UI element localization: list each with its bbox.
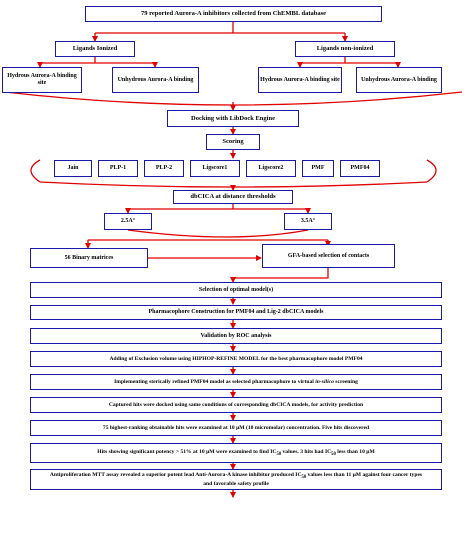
step-final-text: Antiproliferation MTT assay revealed a s… <box>49 472 423 487</box>
unhydrous-ionized-text: Unhydrous Aurora-A binding <box>117 76 194 83</box>
step-hits-examined-box: 75 highest-ranking obtainable hits were … <box>30 420 442 436</box>
threshold-25-box: 2.5A° <box>104 213 152 230</box>
score-ligscore2-box: Ligscore2 <box>246 160 296 177</box>
dbcica-text: dbCICA at distance thresholds <box>190 193 276 201</box>
step-pharmacophore-box: Pharmacophore Construction for PMF04 and… <box>30 305 442 320</box>
in-silico-italic: in-silico <box>315 378 334 385</box>
ligands-ionized-text: Ligands Ionized <box>72 45 118 53</box>
step-virtual-screening-box: Implementing sterically refined PMF04 mo… <box>30 374 442 390</box>
step-docking-hits-box: Captured hits were docked using same con… <box>30 397 442 413</box>
docking-box: Docking with LibDock Engine <box>167 110 299 127</box>
ligands-nonionized-text: Ligands non-ionized <box>316 45 374 53</box>
score-jain-text: Jain <box>67 165 79 172</box>
ligands-nonionized-box: Ligands non-ionized <box>295 41 395 57</box>
step-docking-hits-text: Captured hits were docked using same con… <box>108 401 364 408</box>
ligands-ionized-box: Ligands Ionized <box>55 41 135 57</box>
unhydrous-nonionized-box: Unhydrous Aurora-A binding <box>356 67 442 93</box>
step-hits-examined-text: 75 highest-ranking obtainable hits were … <box>102 424 370 431</box>
score-ligscore2-text: Ligscore2 <box>258 165 284 172</box>
score-pmf-text: PMF <box>311 165 325 172</box>
score-ligscore1-text: Ligscore1 <box>202 165 228 172</box>
unhydrous-nonionized-text: Unhydrous Aurora-A binding <box>361 76 437 83</box>
score-bracket-right <box>426 159 437 183</box>
step-selection-box: Selection of optimal model(s) <box>30 282 442 298</box>
hydrous-ionized-box: Hydrous Aurora-A binding site <box>2 67 82 93</box>
step-exclusion-box: Adding of Exclusion volume using HIPHOP-… <box>30 351 442 367</box>
binary-matrices-text: 56 Binary matrices <box>64 254 114 261</box>
step-ic50-text: Hits showing significant potency > 51% a… <box>97 448 375 457</box>
score-bracket-left <box>30 159 41 183</box>
docking-text: Docking with LibDock Engine <box>191 114 275 122</box>
score-ligscore1-box: Ligscore1 <box>190 160 240 177</box>
scoring-text: Scoring <box>222 138 244 146</box>
score-pmf-box: PMF <box>302 160 334 177</box>
step-selection-text: Selection of optimal model(s) <box>198 286 274 293</box>
unhydrous-ionized-box: Unhydrous Aurora-A binding <box>112 67 199 93</box>
step-roc-box: Validation by ROC analysis <box>30 328 442 344</box>
step-final-box: Antiproliferation MTT assay revealed a s… <box>30 469 442 490</box>
step-exclusion-text: Adding of Exclusion volume using HIPHOP-… <box>109 355 363 362</box>
score-plp2-text: PLP-2 <box>155 165 173 172</box>
binary-matrices-box: 56 Binary matrices <box>30 248 148 268</box>
collection-box: 79 reported Aurora-A inhibitors collecte… <box>85 6 382 22</box>
threshold-35-text: 3.5A° <box>300 218 316 225</box>
gfa-selection-text: GFA-based selection of contacts <box>287 252 370 259</box>
score-pmf04-box: PMF04 <box>340 160 380 177</box>
score-plp2-box: PLP-2 <box>144 160 184 177</box>
connector-thresholds-merge <box>127 229 309 238</box>
step-roc-text: Validation by ROC analysis <box>200 332 272 339</box>
arrow-gfa-to-selection <box>230 268 329 283</box>
score-jain-box: Jain <box>54 160 92 177</box>
score-plp1-text: PLP-1 <box>109 165 127 172</box>
collection-text: 79 reported Aurora-A inhibitors collecte… <box>140 10 327 18</box>
hydrous-ionized-text: Hydrous Aurora-A binding site <box>7 73 77 86</box>
threshold-25-text: 2.5A° <box>120 218 136 225</box>
gfa-selection-box: GFA-based selection of contacts <box>262 244 395 268</box>
hydrous-nonionized-box: Hydrous Aurora-A binding site <box>258 67 342 93</box>
scoring-box: Scoring <box>206 134 260 150</box>
score-plp1-box: PLP-1 <box>98 160 138 177</box>
step-ic50-box: Hits showing significant potency > 51% a… <box>30 443 442 463</box>
hydrous-nonionized-text: Hydrous Aurora-A binding site <box>260 76 340 83</box>
dbcica-box: dbCICA at distance thresholds <box>173 190 293 204</box>
step-pharmacophore-text: Pharmacophore Construction for PMF04 and… <box>148 309 324 316</box>
threshold-35-box: 3.5A° <box>284 213 332 230</box>
score-pmf04-text: PMF04 <box>350 165 370 172</box>
step-virtual-screening-text: Implementing sterically refined PMF04 mo… <box>114 378 358 385</box>
